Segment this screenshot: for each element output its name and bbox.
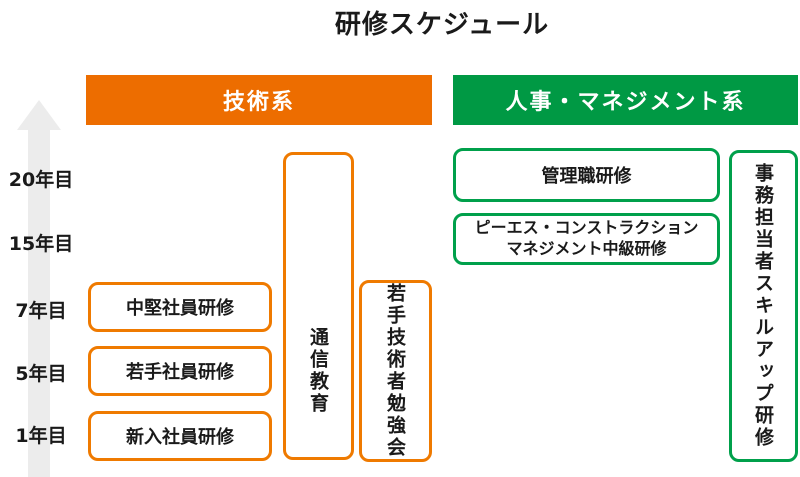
box-young-engineer-study-group: 若手技術者勉強会 <box>359 280 432 462</box>
page-title: 研修スケジュール <box>334 10 550 40</box>
hr-management-column-header: 人事・マネジメント系 <box>453 75 798 125</box>
ps-construction-line1: ピーエス・コンストラクション <box>474 218 699 238</box>
box-mid-level-employee-training: 中堅社員研修 <box>88 282 272 332</box>
young-engineer-study-group-label: 若手技術者勉強会 <box>384 283 406 459</box>
box-clerical-skillup-training: 事務担当者スキルアップ研修 <box>729 150 798 462</box>
box-management-training: 管理職研修 <box>453 148 720 202</box>
technical-column-header: 技術系 <box>86 75 432 125</box>
box-ps-construction-management-training: ピーエス・コンストラクション マネジメント中級研修 <box>453 213 720 265</box>
ps-construction-line2: マネジメント中級研修 <box>506 239 667 258</box>
box-young-employee-training: 若手社員研修 <box>88 346 272 396</box>
year-label-20: 20年目 <box>8 169 74 191</box>
box-new-employee-training: 新入社員研修 <box>88 411 272 461</box>
year-label-1: 1年目 <box>15 425 67 447</box>
year-label-15: 15年目 <box>8 233 74 255</box>
year-label-5: 5年目 <box>15 363 67 385</box>
clerical-skillup-label: 事務担当者スキルアップ研修 <box>752 163 774 449</box>
box-correspondence-education: 通信教育 <box>283 152 354 460</box>
correspondence-education-label: 通信教育 <box>307 327 329 415</box>
year-label-7: 7年目 <box>15 300 67 322</box>
timeline-arrow-shaft <box>28 130 50 477</box>
timeline-arrow-icon <box>17 100 61 130</box>
